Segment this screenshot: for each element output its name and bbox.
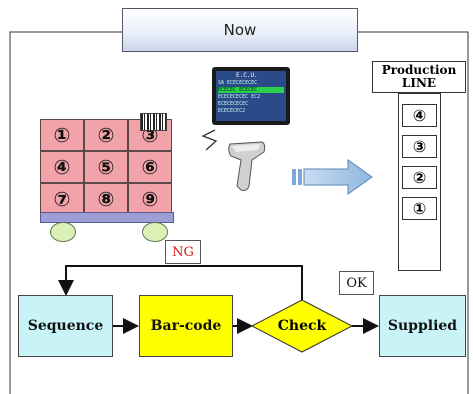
- monitor-row: SA ECECECECEC: [218, 80, 258, 86]
- cart-cell-5: ⑤: [84, 151, 128, 183]
- cart-cell-6: ⑥: [128, 151, 172, 183]
- ng-label: NG: [165, 240, 201, 264]
- monitor-header: E.C.U.: [236, 72, 258, 79]
- cart-wheel-left: [50, 222, 76, 242]
- check-diamond: [250, 299, 354, 353]
- wireless-signal-icon: [201, 129, 218, 151]
- barcode-label-icon: [140, 113, 167, 131]
- monitor-row: ECECECECEC: [218, 101, 249, 107]
- production-line-title-1: Production: [381, 63, 457, 77]
- big-right-arrow: [292, 159, 373, 195]
- production-slot-3: ③: [402, 135, 437, 158]
- monitor-screen: E.C.U. SA ECECECECEC ECECEC ECECEC ECECE…: [216, 71, 286, 121]
- monitor-row: ECECECEC2: [218, 108, 246, 114]
- cart-cell-2: ②: [84, 119, 128, 151]
- cart-cell-1: ①: [40, 119, 84, 151]
- production-slot-4: ④: [402, 104, 437, 127]
- cart-cell-9: ⑨: [128, 183, 172, 215]
- production-slot-1: ①: [402, 197, 437, 220]
- arrow-ng-loop: [58, 265, 303, 300]
- monitor-icon: E.C.U. SA ECECECECEC ECECEC ECECEC ECECE…: [212, 67, 290, 125]
- sequence-box: Sequence: [18, 295, 113, 357]
- barcode-scanner-icon: [228, 141, 266, 191]
- production-line-title: Production LINE: [372, 61, 466, 93]
- monitor-row: ECECECECEC EC2: [218, 94, 261, 100]
- page-title: Now: [122, 8, 358, 52]
- supplied-box: Supplied: [379, 295, 466, 357]
- frame-border: [9, 31, 469, 394]
- cart-wheel-right: [142, 222, 168, 242]
- cart-base: [40, 212, 174, 223]
- cart-cell-4: ④: [40, 151, 84, 183]
- production-line-title-2: LINE: [401, 76, 437, 90]
- production-slot-2: ②: [402, 166, 437, 189]
- cart-cell-8: ⑧: [84, 183, 128, 215]
- check-label: Check: [277, 318, 327, 334]
- cart-cell-7: ⑦: [40, 183, 84, 215]
- monitor-row: ECECEC ECECEC: [218, 87, 284, 93]
- barcode-box: Bar-code: [139, 295, 233, 357]
- ok-label: OK: [339, 271, 374, 295]
- production-line-column: ④ ③ ② ①: [398, 93, 441, 271]
